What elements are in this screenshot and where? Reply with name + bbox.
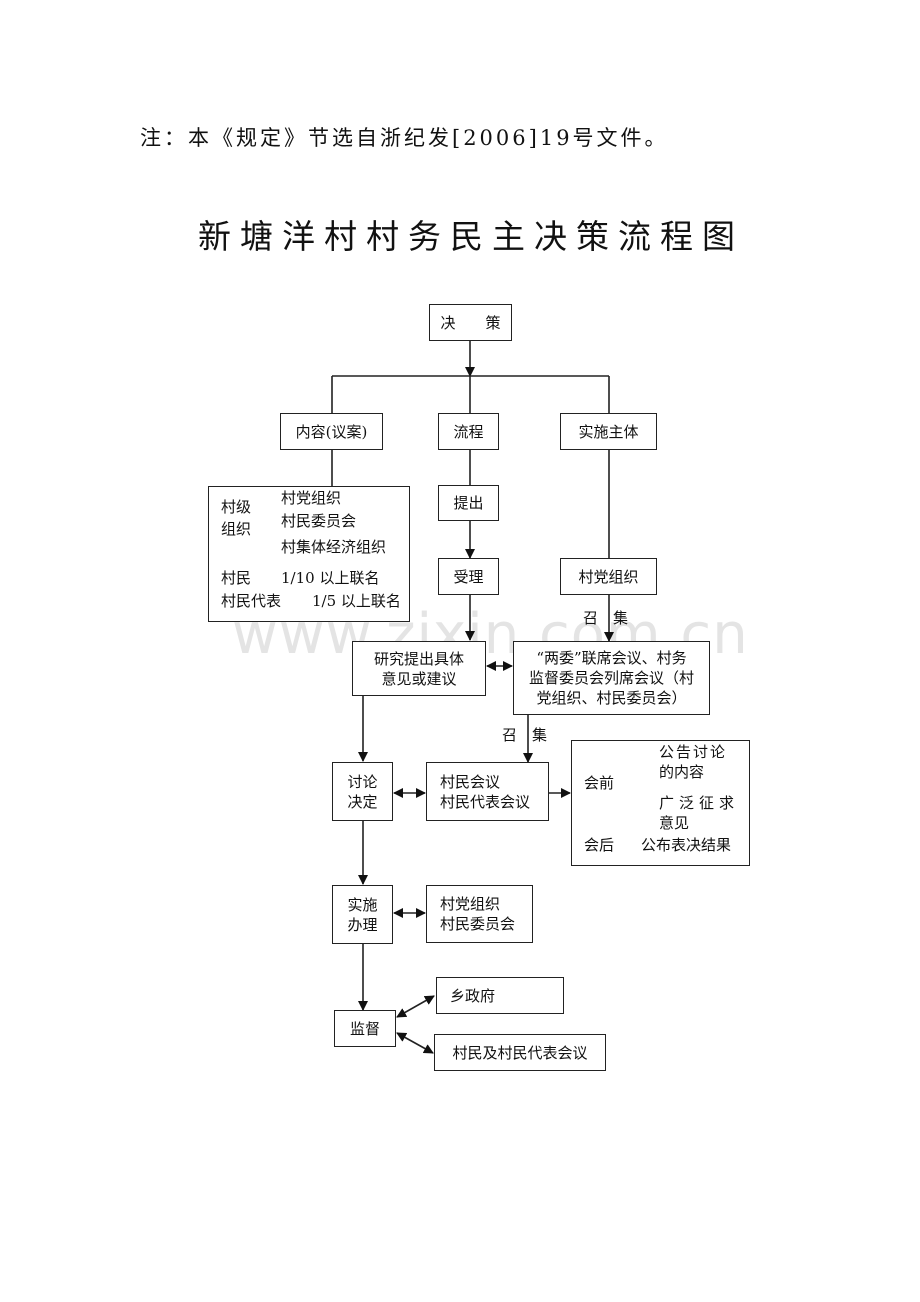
org-item-committee: 村民委员会 <box>281 512 357 530</box>
villagers-label: 村民 <box>221 569 252 587</box>
publicity-announce-line2: 的内容 <box>659 763 705 781</box>
publicity-after-label: 会后 <box>584 836 615 854</box>
arrow-supervise-assembly <box>396 1032 434 1054</box>
node-party-org: 村党组织 <box>560 558 657 595</box>
org-group-label-1: 村级 <box>221 498 252 516</box>
convene-label-1: 召 集 <box>583 609 629 627</box>
node-discuss-line1: 讨论 <box>347 772 378 791</box>
org-item-collective: 村集体经济组织 <box>281 538 387 556</box>
node-implement-line2: 办理 <box>347 915 378 934</box>
node-propose: 提出 <box>438 485 499 521</box>
node-executors-line1: 村党组织 <box>440 895 501 913</box>
node-publicity: 会前 公告讨论 的内容 广泛征求 意见 会后 公布表决结果 <box>571 740 750 866</box>
node-implement: 实施 办理 <box>332 885 393 944</box>
reps-threshold: 1/5 以上联名 <box>312 592 401 610</box>
publicity-announce-line1: 公告讨论 <box>659 743 728 761</box>
node-decision: 决 策 <box>429 304 512 341</box>
node-study: 研究提出具体 意见或建议 <box>352 641 486 696</box>
publicity-consult-line1: 广泛征求 <box>659 794 740 812</box>
node-township-label: 乡政府 <box>450 986 496 1005</box>
node-discuss: 讨论 决定 <box>332 762 393 821</box>
source-note: 注：本《规定》节选自浙纪发[2006]19号文件。 <box>140 126 669 150</box>
node-subject: 实施主体 <box>560 413 657 450</box>
node-discuss-line2: 决定 <box>347 792 378 811</box>
node-villager-assembly: 村民及村民代表会议 <box>434 1034 606 1071</box>
node-joint-line2: 监督委员会列席会议（村 <box>528 669 694 687</box>
node-implement-line1: 实施 <box>347 895 378 914</box>
node-subject-label: 实施主体 <box>578 422 639 441</box>
org-group-label-2: 组织 <box>221 520 252 538</box>
node-content-label: 内容(议案) <box>295 422 368 441</box>
node-township: 乡政府 <box>436 977 564 1014</box>
node-meeting-line1: 村民会议 <box>440 772 501 791</box>
reps-label: 村民代表 <box>221 592 282 610</box>
node-supervise: 监督 <box>334 1010 396 1047</box>
page-title: 新塘洋村村务民主决策流程图 <box>198 217 744 256</box>
node-proposers: 村级 组织 村党组织 村民委员会 村集体经济组织 村民 1/10 以上联名 村民… <box>208 486 410 622</box>
node-process: 流程 <box>438 413 499 450</box>
publicity-consult-line2: 意见 <box>659 814 690 832</box>
publicity-before-label: 会前 <box>584 774 615 792</box>
node-propose-label: 提出 <box>453 494 484 512</box>
node-process-label: 流程 <box>453 422 484 441</box>
publicity-after-item: 公布表决结果 <box>641 836 732 854</box>
node-village-meeting: 村民会议 村民代表会议 <box>426 762 549 821</box>
node-joint-line3: 党组织、村民委员会） <box>536 689 687 707</box>
node-party-org-label: 村党组织 <box>578 567 639 586</box>
convene-label-2: 召 集 <box>502 726 548 744</box>
node-villager-assembly-label: 村民及村民代表会议 <box>452 1043 588 1062</box>
node-study-line2: 意见或建议 <box>381 669 457 688</box>
node-joint-meeting: “两委”联席会议、村务 监督委员会列席会议（村 党组织、村民委员会） <box>513 641 710 715</box>
node-study-line1: 研究提出具体 <box>373 649 464 668</box>
node-accept: 受理 <box>438 558 499 595</box>
node-accept-label: 受理 <box>453 567 484 586</box>
node-meeting-line2: 村民代表会议 <box>440 792 531 811</box>
node-executors-line2: 村民委员会 <box>440 915 516 933</box>
node-decision-label: 决 策 <box>440 313 501 332</box>
node-content: 内容(议案) <box>280 413 383 450</box>
arrow-supervise-township <box>396 995 435 1018</box>
node-joint-line1: “两委”联席会议、村务 <box>536 649 687 667</box>
villagers-threshold: 1/10 以上联名 <box>281 569 380 587</box>
node-supervise-label: 监督 <box>349 1019 380 1038</box>
node-executors: 村党组织 村民委员会 <box>426 885 533 943</box>
org-item-party: 村党组织 <box>281 489 342 507</box>
